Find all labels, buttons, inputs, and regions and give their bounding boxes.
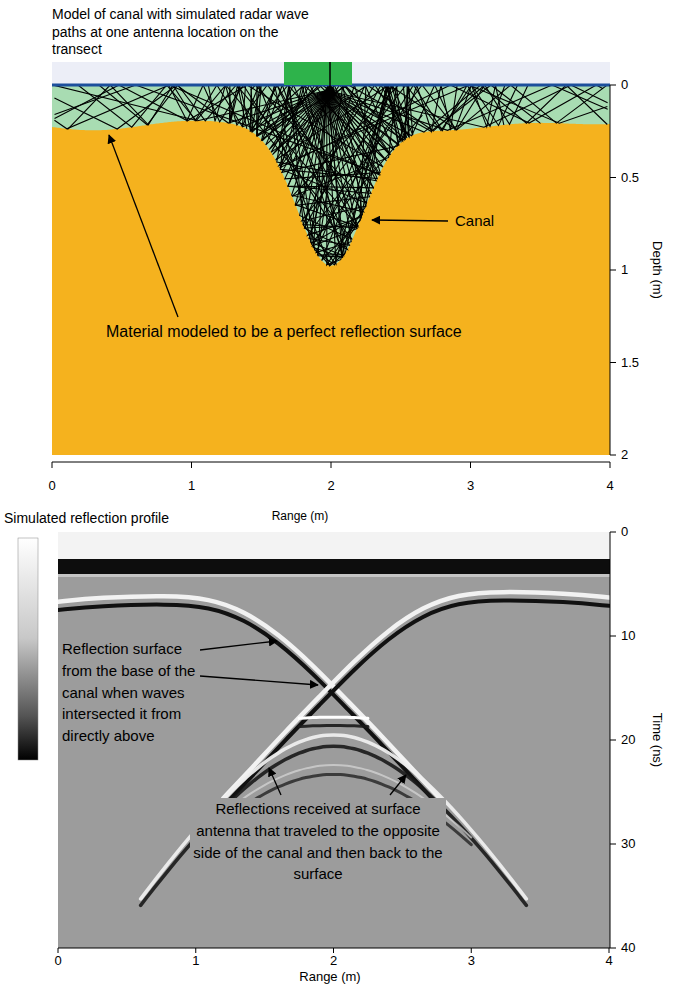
leader-arrow bbox=[109, 135, 178, 317]
source-point bbox=[325, 86, 335, 96]
ray-path bbox=[68, 85, 327, 129]
reflection-trace bbox=[299, 725, 368, 726]
ray-path bbox=[54, 85, 326, 120]
tick-mark bbox=[610, 177, 616, 178]
reflection-traces bbox=[58, 592, 609, 905]
axis-title: Range (m) bbox=[272, 509, 329, 523]
tick-mark bbox=[331, 462, 332, 468]
ray-path bbox=[54, 85, 379, 175]
tick-mark bbox=[610, 740, 616, 741]
callout-label: Material modeled to be a perfect reflect… bbox=[106, 322, 462, 341]
range-tick-label: 0 bbox=[54, 953, 61, 969]
range-tick-label: 4 bbox=[606, 478, 613, 494]
tick-mark bbox=[58, 948, 59, 953]
direct-wave-band bbox=[58, 574, 610, 577]
leader-arrow bbox=[200, 676, 318, 685]
leader-arrow bbox=[200, 641, 277, 650]
air-strip bbox=[52, 62, 610, 85]
tick-mark bbox=[610, 455, 616, 456]
range-tick-label: 3 bbox=[467, 478, 474, 494]
range-tick-label: 1 bbox=[192, 953, 199, 969]
tick-mark bbox=[610, 636, 616, 637]
profile-background bbox=[58, 532, 610, 948]
direct-wave-band bbox=[58, 559, 610, 574]
depth-tick-label: 1.5 bbox=[621, 355, 639, 371]
ray-path bbox=[54, 85, 326, 129]
depth-tick-label: 2 bbox=[621, 447, 628, 463]
tick-mark bbox=[610, 844, 616, 845]
canal-fill bbox=[52, 85, 610, 266]
ray-path bbox=[257, 85, 540, 136]
color-bar bbox=[18, 538, 38, 760]
reflection-trace bbox=[141, 735, 527, 899]
tick-mark bbox=[610, 270, 616, 271]
soil-fill bbox=[52, 85, 610, 455]
callout-label: Canal bbox=[455, 212, 494, 230]
canal-fill-layer bbox=[52, 85, 610, 266]
ray-path bbox=[262, 85, 402, 266]
tick-mark bbox=[610, 948, 616, 949]
range-tick-label: 4 bbox=[605, 953, 612, 969]
annotation: Reflections received at surface antenna … bbox=[190, 798, 446, 885]
tick-mark bbox=[610, 532, 616, 533]
range-tick-label: 2 bbox=[330, 953, 337, 969]
tick-mark bbox=[52, 462, 53, 468]
ray-path bbox=[229, 85, 326, 131]
tick-mark bbox=[610, 362, 616, 363]
depth-tick-label: 0 bbox=[621, 77, 628, 93]
tick-mark bbox=[470, 462, 471, 468]
panel-caption: Model of canal with simulated radar wave… bbox=[52, 6, 314, 59]
tick-mark bbox=[195, 948, 196, 953]
tick-mark bbox=[610, 85, 616, 86]
range-tick-label: 0 bbox=[48, 478, 55, 494]
range-tick-label: 3 bbox=[468, 953, 475, 969]
time-tick-label: 40 bbox=[621, 940, 635, 956]
range-tick-label: 2 bbox=[327, 478, 334, 494]
leader-arrow bbox=[372, 220, 448, 221]
leader-arrow bbox=[390, 775, 406, 795]
depth-tick-label: 1 bbox=[621, 262, 628, 278]
tick-mark bbox=[609, 948, 610, 953]
panel-caption: Simulated reflection profile bbox=[4, 510, 169, 527]
time-tick-label: 30 bbox=[621, 836, 635, 852]
axis-ticks bbox=[52, 85, 616, 468]
leader-arrow bbox=[269, 768, 281, 795]
time-tick-label: 0 bbox=[621, 524, 628, 540]
annotation: Reflection surface from the base of the … bbox=[60, 638, 200, 747]
antenna-symbol bbox=[284, 62, 352, 85]
axis-title: Range (m) bbox=[299, 969, 360, 985]
ray-paths bbox=[54, 85, 607, 266]
range-tick-label: 1 bbox=[188, 478, 195, 494]
tick-mark bbox=[333, 948, 334, 953]
reflection-trace bbox=[299, 717, 368, 718]
time-tick-label: 10 bbox=[621, 628, 635, 644]
depth-tick-label: 0.5 bbox=[621, 170, 639, 186]
axis-ticks bbox=[58, 532, 616, 953]
tick-mark bbox=[471, 948, 472, 953]
tick-mark bbox=[610, 462, 611, 468]
reflection-trace bbox=[223, 592, 609, 798]
tick-mark bbox=[191, 462, 192, 468]
time-tick-label: 20 bbox=[621, 732, 635, 748]
axis-title: Time (ns) bbox=[649, 713, 665, 767]
axis-title: Depth (m) bbox=[649, 241, 665, 299]
direct-wave-band bbox=[58, 532, 610, 559]
